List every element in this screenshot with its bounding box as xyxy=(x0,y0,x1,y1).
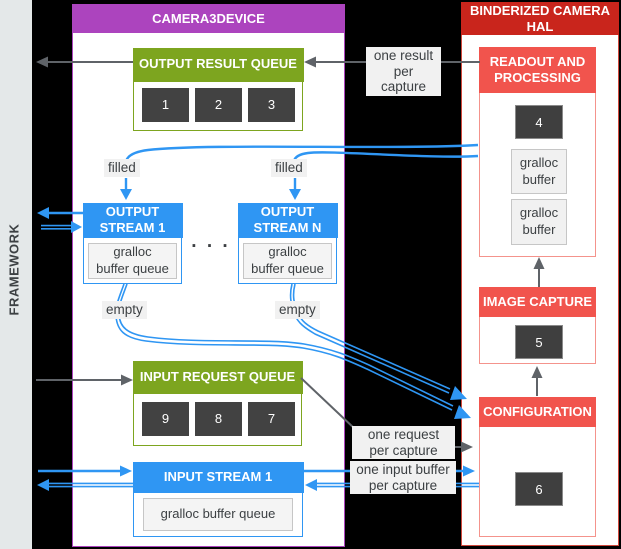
input-stream-1-gralloc-buffer-queue: gralloc buffer queue xyxy=(143,498,293,531)
output-result-queue-slots: 1 2 3 xyxy=(134,82,302,128)
input-request-queue-slots: 9 8 7 xyxy=(134,394,301,442)
gralloc-buffer-box: gralloc buffer xyxy=(511,149,567,194)
output-stream-n-title: OUTPUT STREAM N xyxy=(237,202,338,238)
label-one-result-per-capture: one result per capture xyxy=(366,47,441,96)
output-stream-n-gralloc-buffer-queue: gralloc buffer queue xyxy=(243,243,332,279)
output-stream-1-title: OUTPUT STREAM 1 xyxy=(82,202,183,238)
input-request-queue: INPUT REQUEST QUEUE 9 8 7 xyxy=(132,360,303,446)
input-request-queue-title: INPUT REQUEST QUEUE xyxy=(132,360,303,394)
configuration: CONFIGURATION xyxy=(479,397,596,537)
label-one-request-per-capture: one request per capture xyxy=(352,426,455,460)
label-filled-2: filled xyxy=(271,159,307,177)
label-filled-1: filled xyxy=(104,159,140,177)
result-slot: 1 xyxy=(142,87,189,122)
request-slot: 9 xyxy=(142,401,189,436)
result-slot: 3 xyxy=(248,87,295,122)
configuration-slot: 6 xyxy=(515,472,563,506)
readout-and-processing-title: READOUT AND PROCESSING xyxy=(479,47,596,93)
output-result-queue-title: OUTPUT RESULT QUEUE xyxy=(132,47,304,82)
gralloc-buffer-box: gralloc buffer xyxy=(511,199,567,245)
label-one-input-buffer-per-capture: one input buffer per capture xyxy=(350,461,456,495)
binderized-camera-hal-title: BINDERIZED CAMERA HAL xyxy=(461,2,619,35)
request-slot: 7 xyxy=(248,401,295,436)
stream-ellipsis: · · · xyxy=(191,236,231,257)
image-capture-slot: 5 xyxy=(515,325,563,359)
readout-slot: 4 xyxy=(515,105,563,139)
camera3device-title: CAMERA3DEVICE xyxy=(72,4,345,33)
configuration-title: CONFIGURATION xyxy=(479,397,596,427)
label-empty-2: empty xyxy=(275,301,320,319)
image-capture-title: IMAGE CAPTURE xyxy=(479,287,596,317)
framework-label: FRAMEWORK xyxy=(6,223,22,316)
label-empty-1: empty xyxy=(102,301,147,319)
output-stream-1-gralloc-buffer-queue: gralloc buffer queue xyxy=(88,243,177,279)
framework-strip: FRAMEWORK xyxy=(0,0,32,549)
input-stream-1-title: INPUT STREAM 1 xyxy=(132,461,304,493)
result-slot: 2 xyxy=(195,87,242,122)
request-slot: 8 xyxy=(195,401,242,436)
output-result-queue: OUTPUT RESULT QUEUE 1 2 3 xyxy=(132,47,304,131)
